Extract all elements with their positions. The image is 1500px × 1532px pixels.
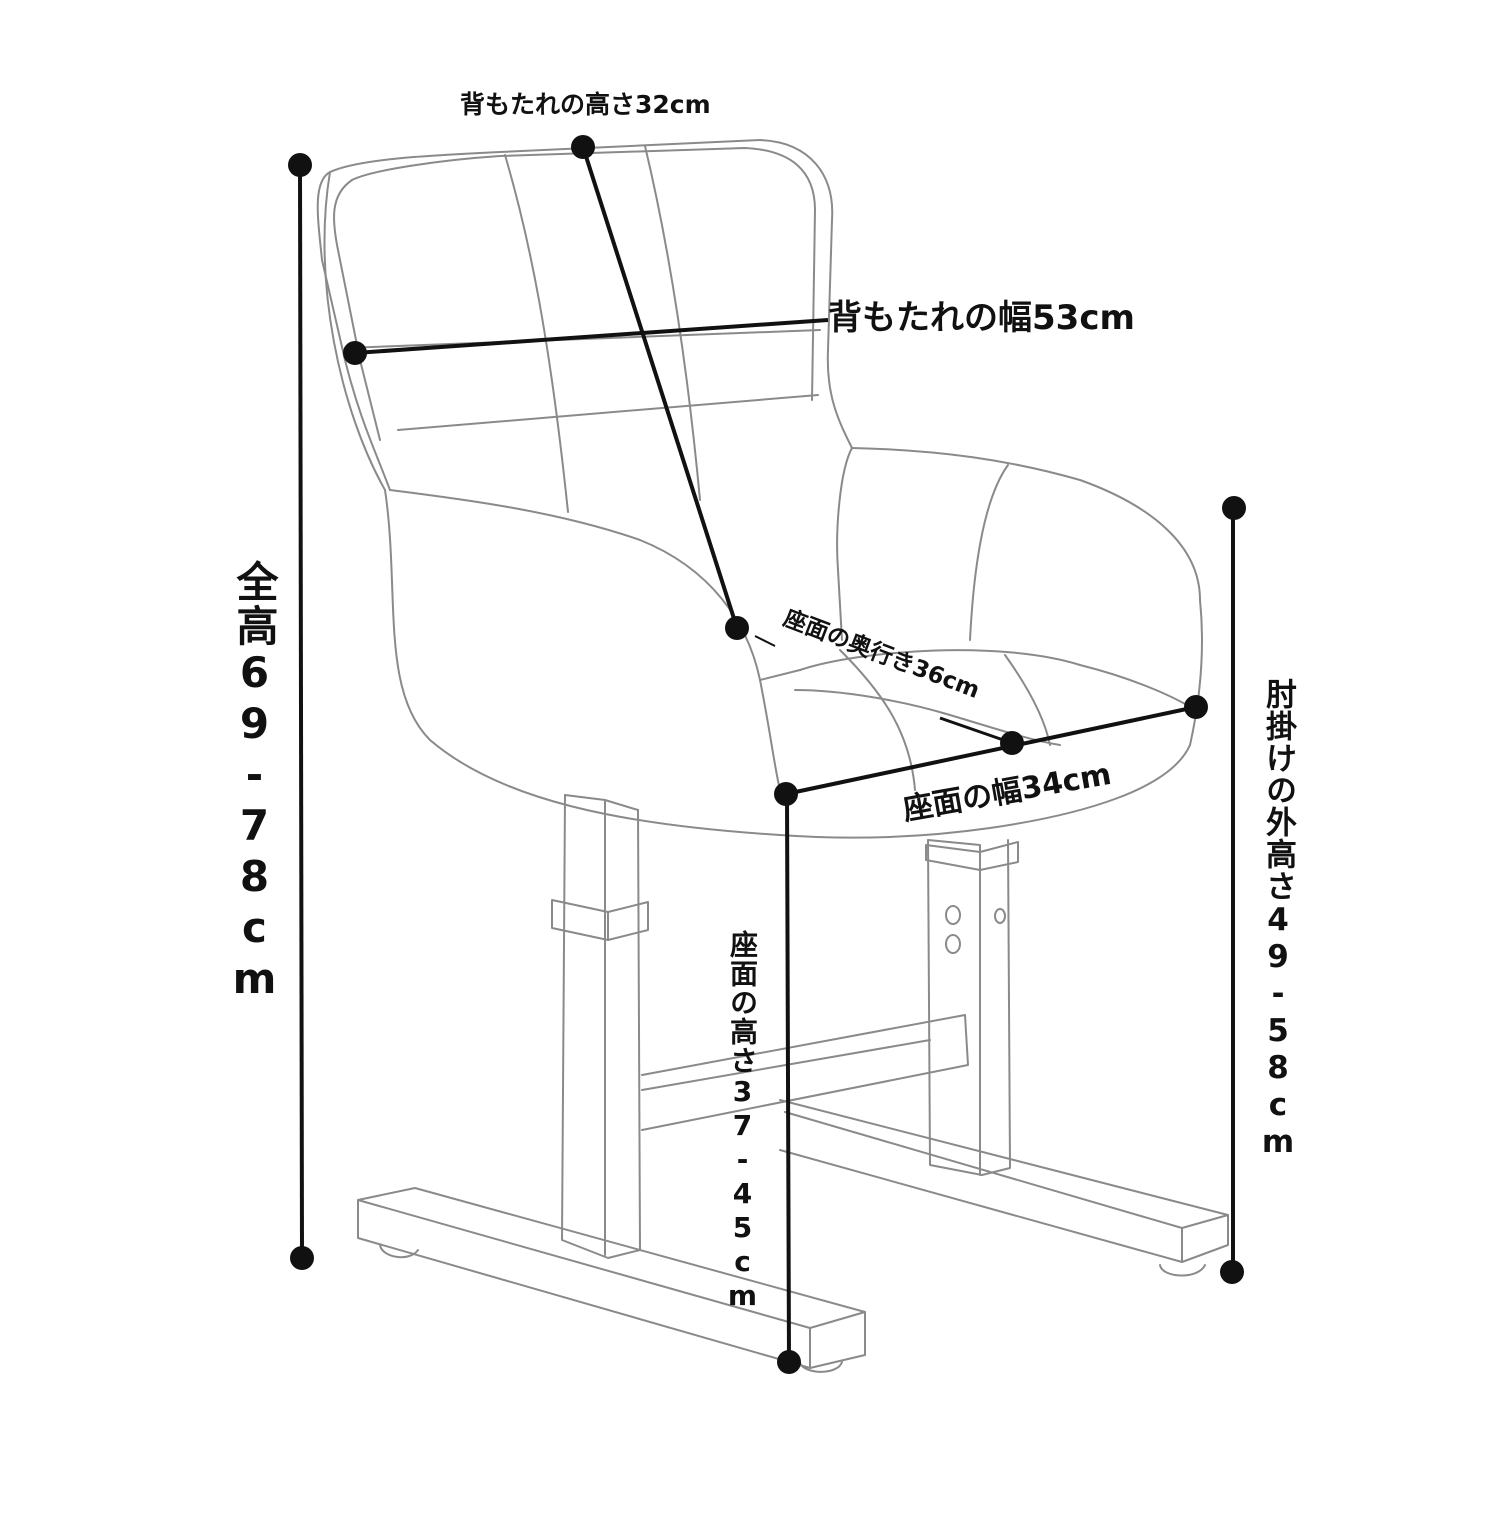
seat-width-line — [785, 705, 1197, 796]
chair-feet — [357, 1099, 1229, 1373]
seat-height-line — [785, 795, 791, 1363]
seat-height-bottom-dot — [777, 1350, 801, 1374]
total-height-label: 全高69-78cm — [230, 560, 279, 1005]
total-height-line — [298, 164, 304, 1259]
total-height-top-dot — [288, 153, 312, 177]
seat-depth-line — [939, 716, 1013, 745]
chair-legs — [551, 794, 1019, 1259]
measurement-lines — [288, 135, 1246, 1374]
chair-outline — [316, 139, 1229, 1373]
seat-width-label: 座面の幅34cm — [900, 757, 1114, 828]
armrest-height-label: 肘掛けの外高さ49-58cm — [1260, 678, 1296, 1161]
chair-backrest — [316, 139, 853, 681]
chair-arms — [323, 171, 1203, 839]
total-height-bottom-dot — [290, 1246, 314, 1270]
backrest-height-bottom-dot — [725, 616, 749, 640]
backrest-height-line — [581, 146, 739, 629]
chair-seat — [759, 649, 1196, 791]
armrest-height-bottom-dot — [1220, 1260, 1244, 1284]
backrest-width-label: 背もたれの幅53cm — [828, 298, 1135, 338]
seat-depth-label: 座面の奥行き36cm — [780, 604, 983, 704]
backrest-width-line — [354, 318, 829, 355]
seat-height-label: 座面の高さ37-45cm — [726, 930, 759, 1313]
seat-depth-dot — [1000, 731, 1024, 755]
seat-depth-tick — [754, 635, 776, 647]
seat-width-left-dot — [774, 782, 798, 806]
backrest-height-label: 背もたれの高さ32cm — [460, 90, 711, 119]
backrest-height-top-dot — [571, 135, 595, 159]
seat-width-right-dot — [1184, 695, 1208, 719]
backrest-width-dot — [343, 341, 367, 365]
armrest-height-top-dot — [1222, 496, 1246, 520]
